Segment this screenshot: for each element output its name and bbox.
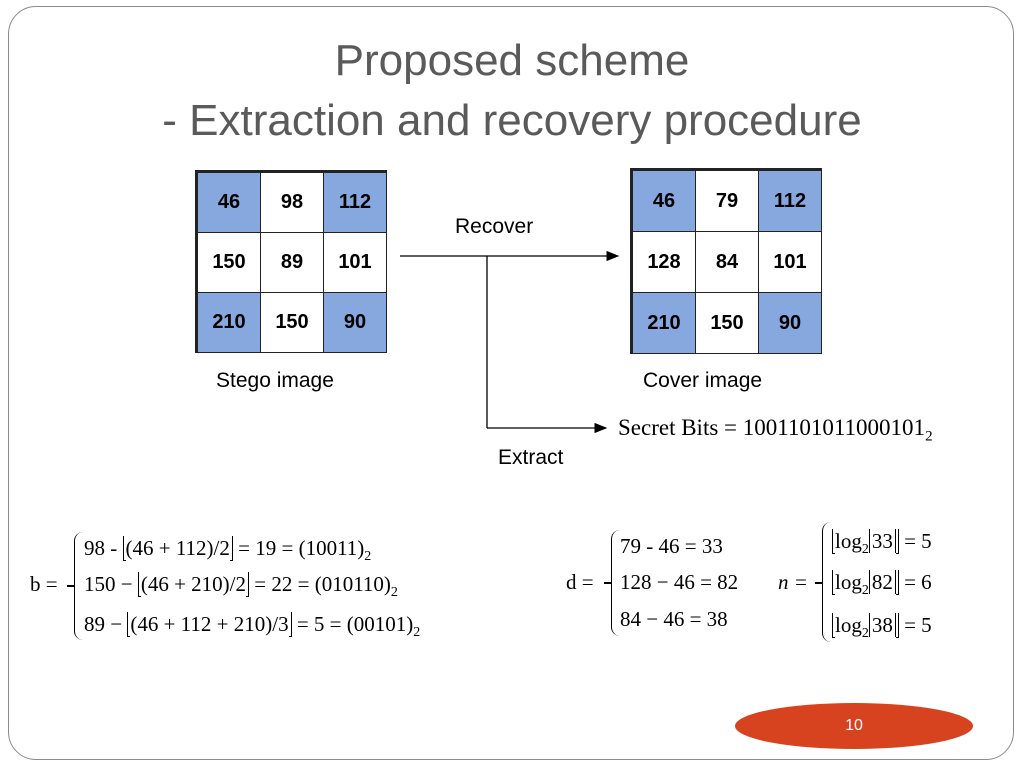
stego-cell: 150 bbox=[260, 292, 324, 353]
b-line-1: 98 - (46 + 112)/2 = 19 = (10011)2 bbox=[84, 536, 371, 565]
b-line-3: 89 − (46 + 112 + 210)/3 = 5 = (00101)2 bbox=[84, 612, 420, 641]
stego-cell: 90 bbox=[323, 292, 387, 353]
d-brace-tip bbox=[604, 582, 612, 584]
cover-cell: 79 bbox=[695, 169, 759, 232]
b-line-2: 150 − (46 + 210)/2 = 22 = (010110)2 bbox=[84, 572, 398, 601]
stego-image-label: Stego image bbox=[216, 369, 334, 392]
secret-bits: Secret Bits = 10011010110001012 bbox=[618, 415, 933, 446]
n-line-1-abs: 33 bbox=[868, 529, 896, 553]
recover-label: Recover bbox=[455, 215, 534, 238]
slide-frame bbox=[8, 6, 1014, 760]
b-brace-tip bbox=[67, 585, 75, 587]
cover-cell: 90 bbox=[758, 292, 822, 354]
stego-image-table: 46 98 112 150 89 101 210 150 90 bbox=[195, 170, 387, 353]
stego-cell: 46 bbox=[196, 171, 261, 233]
d-line-3: 84 − 46 = 38 bbox=[620, 607, 728, 631]
b-brace bbox=[74, 532, 83, 640]
extract-label: Extract bbox=[498, 446, 564, 469]
n-line-2-base: 2 bbox=[861, 583, 869, 599]
b-line-2-a: 150 − bbox=[84, 572, 138, 596]
b-line-1-rest: = 19 = (10011) bbox=[232, 536, 365, 560]
page-number: 10 bbox=[845, 717, 863, 734]
cover-cell: 150 bbox=[695, 292, 759, 354]
cover-cell: 210 bbox=[631, 292, 696, 354]
n-line-3-base: 2 bbox=[861, 626, 869, 642]
cover-cell: 46 bbox=[631, 169, 696, 232]
cover-cell: 112 bbox=[758, 169, 822, 232]
secret-bits-text: Secret Bits = 1001101011000101 bbox=[618, 415, 926, 440]
page-number-badge bbox=[735, 703, 973, 749]
n-line-3-log: log bbox=[835, 613, 862, 637]
n-line-2-rest: = 6 bbox=[898, 570, 932, 594]
n-brace-tip bbox=[815, 582, 823, 584]
b-line-1-base: 2 bbox=[364, 549, 372, 565]
b-line-3-floor: (46 + 112 + 210)/3 bbox=[130, 612, 289, 636]
stego-cell: 210 bbox=[196, 292, 261, 353]
cover-image-label: Cover image bbox=[643, 369, 763, 392]
b-line-3-rest: = 5 = (00101) bbox=[291, 612, 414, 636]
n-line-2-log: log bbox=[835, 570, 862, 594]
n-variable: n = bbox=[778, 570, 808, 594]
n-line-1-base: 2 bbox=[861, 542, 869, 558]
b-line-1-floor: (46 + 112)/2 bbox=[125, 536, 230, 560]
slide-subtitle: - Extraction and recovery procedure bbox=[162, 96, 862, 145]
n-line-3-rest: = 5 bbox=[898, 613, 932, 637]
cover-image-table: 46 79 112 128 84 101 210 150 90 bbox=[630, 168, 822, 354]
n-line-1-log: log bbox=[835, 529, 862, 553]
b-line-1-a: 98 - bbox=[84, 536, 123, 560]
n-line-3-abs: 38 bbox=[868, 613, 896, 637]
d-line-2: 128 − 46 = 82 bbox=[620, 570, 739, 594]
b-variable: b = bbox=[30, 572, 58, 596]
stego-cell: 112 bbox=[323, 171, 387, 233]
d-variable: d = bbox=[566, 570, 594, 594]
cover-cell: 128 bbox=[631, 231, 696, 293]
n-brace bbox=[822, 522, 831, 642]
stego-cell: 150 bbox=[196, 232, 261, 293]
b-line-2-rest: = 22 = (010110) bbox=[249, 572, 391, 596]
secret-bits-base: 2 bbox=[925, 428, 933, 445]
n-line-2-abs: 82 bbox=[868, 570, 896, 594]
b-line-2-floor: (46 + 210)/2 bbox=[140, 572, 247, 596]
d-line-1: 79 - 46 = 33 bbox=[620, 534, 723, 558]
n-line-1-rest: = 5 bbox=[898, 529, 932, 553]
cover-cell: 84 bbox=[695, 231, 759, 293]
b-line-3-base: 2 bbox=[413, 625, 421, 641]
b-line-2-base: 2 bbox=[390, 585, 398, 601]
b-line-3-a: 89 − bbox=[84, 612, 128, 636]
slide-title: Proposed scheme bbox=[334, 36, 690, 85]
d-brace bbox=[611, 530, 620, 636]
cover-cell: 101 bbox=[758, 231, 822, 293]
